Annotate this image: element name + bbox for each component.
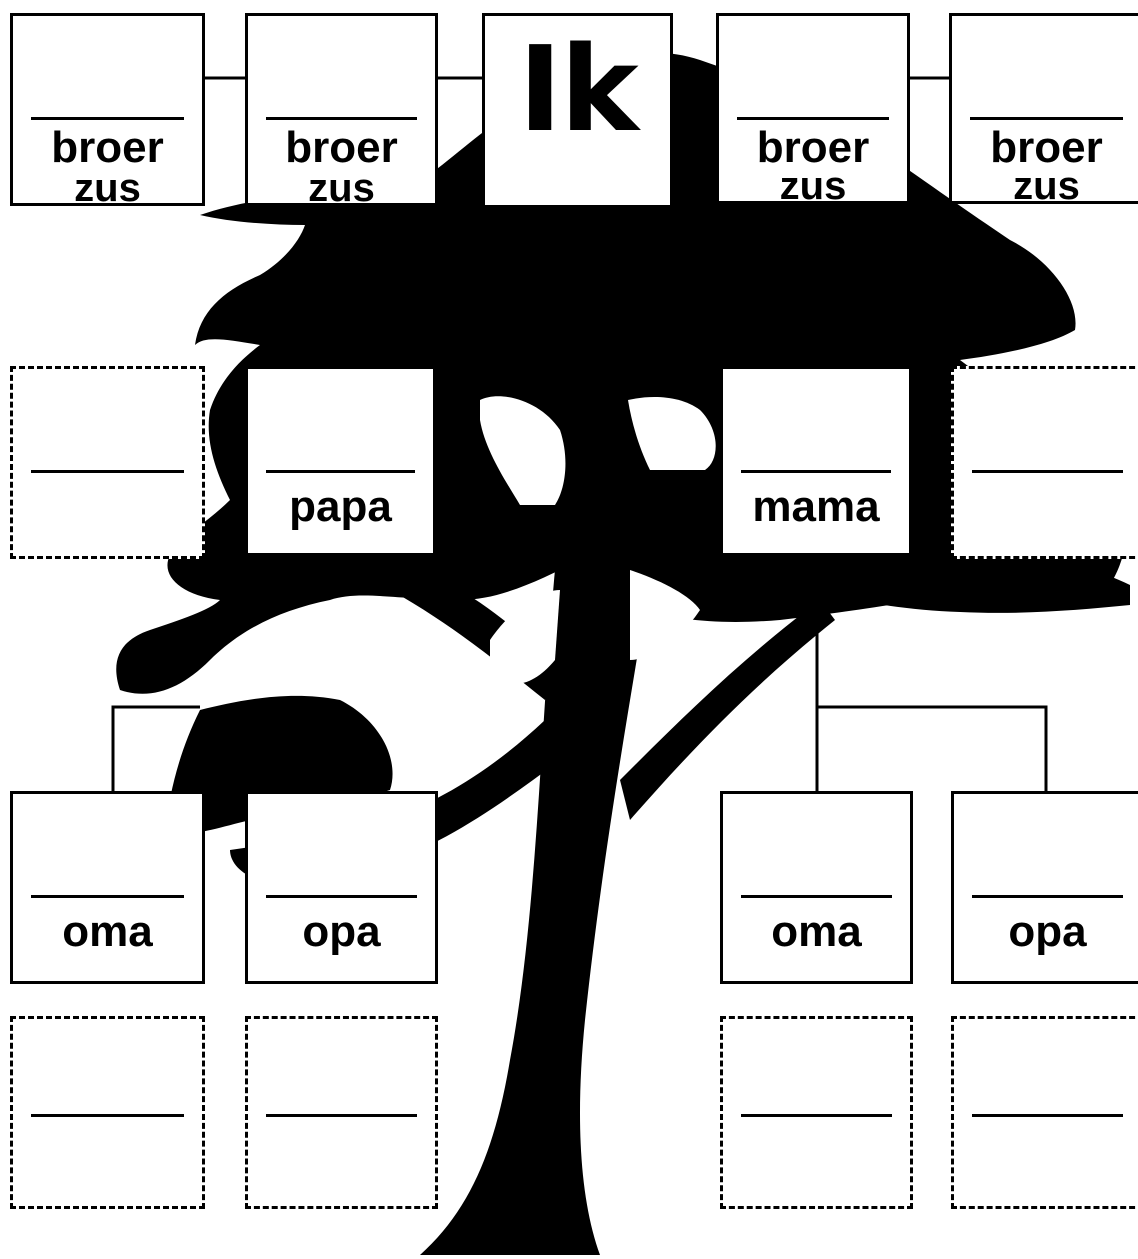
- write-line: [972, 470, 1123, 473]
- canopy-gap: [480, 396, 566, 505]
- opa-label: opa: [302, 907, 381, 956]
- canopy-gap: [630, 570, 700, 660]
- write-line: [266, 895, 417, 898]
- tree-canopy: [810, 549, 1130, 613]
- connector-papa-grandparents: [111, 705, 200, 793]
- papa-box[interactable]: papa: [245, 366, 436, 556]
- extra-box-left[interactable]: [10, 366, 205, 559]
- write-line: [741, 895, 892, 898]
- opa-box-father-side[interactable]: opa: [245, 791, 438, 984]
- write-line: [741, 1114, 892, 1117]
- sibling-box-3[interactable]: broer zus: [716, 13, 910, 208]
- oma-label: oma: [62, 907, 153, 956]
- sibling-label-broer: broer: [756, 123, 870, 172]
- tree-branch: [620, 600, 835, 820]
- mama-box[interactable]: mama: [720, 366, 912, 556]
- write-line: [31, 1114, 184, 1117]
- sibling-box-2[interactable]: broer zus: [245, 13, 438, 210]
- sibling-label-zus: zus: [308, 166, 375, 210]
- write-line: [266, 1114, 417, 1117]
- papa-label: papa: [289, 482, 392, 531]
- connector-mama-grandparents-right: [817, 705, 1048, 793]
- extra-box-bottom-2[interactable]: [245, 1016, 438, 1209]
- center-ik-box[interactable]: Ik: [482, 13, 673, 208]
- write-line: [31, 895, 184, 898]
- sibling-label-zus: zus: [779, 164, 847, 208]
- canopy-gap: [628, 397, 716, 470]
- opa-box-mother-side[interactable]: opa: [951, 791, 1138, 984]
- sibling-box-1[interactable]: broer zus: [10, 13, 205, 210]
- tree-trunk: [420, 520, 640, 1255]
- sibling-label-zus: zus: [1013, 164, 1080, 208]
- center-label-ik: Ik: [518, 20, 638, 158]
- sibling-label-broer: broer: [990, 123, 1103, 172]
- write-line: [31, 470, 184, 473]
- sibling-label-broer: broer: [285, 123, 398, 172]
- oma-box-mother-side[interactable]: oma: [720, 791, 913, 984]
- write-line: [737, 117, 889, 120]
- write-line: [266, 470, 415, 473]
- write-line: [741, 470, 891, 473]
- sibling-box-4[interactable]: broer zus: [949, 13, 1138, 208]
- write-line: [31, 117, 184, 120]
- oma-box-father-side[interactable]: oma: [10, 791, 205, 984]
- extra-box-bottom-3[interactable]: [720, 1016, 913, 1209]
- extra-box-right[interactable]: [951, 366, 1138, 559]
- sibling-label-zus: zus: [74, 166, 141, 210]
- extra-box-bottom-1[interactable]: [10, 1016, 205, 1209]
- canopy-gap: [490, 590, 560, 684]
- write-line: [266, 117, 417, 120]
- write-line: [972, 895, 1123, 898]
- mama-label: mama: [752, 482, 880, 531]
- oma-label: oma: [771, 907, 862, 956]
- extra-box-bottom-4[interactable]: [951, 1016, 1138, 1209]
- sibling-label-broer: broer: [51, 123, 164, 172]
- opa-label: opa: [1008, 907, 1087, 956]
- write-line: [972, 1114, 1123, 1117]
- write-line: [970, 117, 1123, 120]
